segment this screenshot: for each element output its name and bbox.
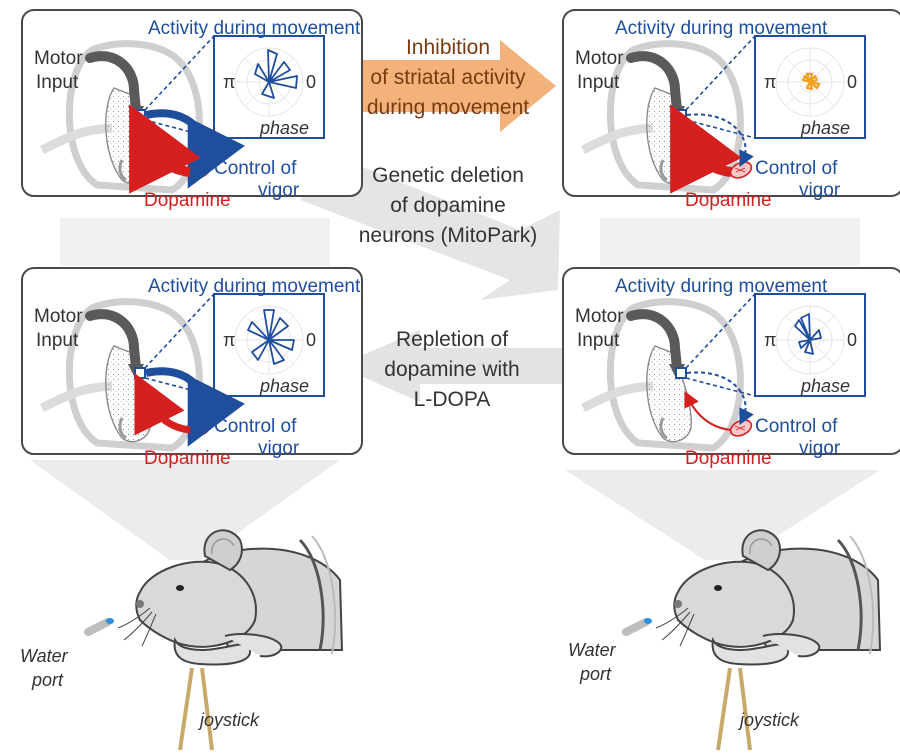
- polar-zero-label: 0: [306, 72, 316, 92]
- repletion-arrow: [338, 330, 568, 402]
- control-arrow: [686, 371, 754, 426]
- polar-phase-label: phase: [259, 118, 309, 138]
- repletion-caption: Repletion of dopamine with L-DOPA: [384, 328, 519, 411]
- panel-top-right: Activity during movement Motor Input π 0…: [563, 10, 900, 211]
- panel-title: Activity during movement: [148, 18, 361, 39]
- motor-label-line1: Motor: [575, 48, 624, 69]
- inhibition-arrow: [340, 40, 556, 132]
- motor-label-line2: Input: [36, 330, 79, 351]
- panel-title: Activity during movement: [148, 276, 361, 297]
- inhibition-caption: Inhibition of striatal activity during m…: [367, 36, 529, 119]
- water-port-line2: port: [31, 670, 64, 690]
- polar-zero-label: 0: [847, 72, 857, 92]
- polar-pi-label: π: [764, 72, 776, 92]
- repletion-line3: L-DOPA: [414, 388, 491, 411]
- control-label-line2: vigor: [799, 438, 841, 459]
- control-label-line1: Control of: [214, 158, 297, 179]
- repletion-line1: Repletion of: [396, 328, 508, 351]
- joystick-label: joystick: [737, 710, 800, 730]
- cone-left: [30, 460, 340, 560]
- inhibition-line1: Inhibition: [406, 36, 490, 59]
- polar-trace: [247, 309, 295, 365]
- motor-label-line1: Motor: [575, 306, 624, 327]
- deletion-line3: neurons (MitoPark): [359, 224, 538, 247]
- control-label-line1: Control of: [755, 416, 838, 437]
- control-label-line1: Control of: [214, 416, 297, 437]
- dopamine-label: Dopamine: [144, 190, 231, 211]
- panel-top-left: Activity during movement Motor Input π 0…: [22, 10, 362, 211]
- control-arrow: [145, 367, 245, 447]
- mouse-right: Water port joystick: [568, 530, 880, 750]
- polar-pi-label: π: [223, 72, 235, 92]
- dopamine-arrow: [670, 104, 742, 194]
- polar-trace: [801, 72, 821, 91]
- polar-phase-label: phase: [800, 118, 850, 138]
- control-label-line2: vigor: [799, 180, 841, 201]
- inhibition-line3: during movement: [367, 96, 529, 119]
- polar-phase-label: phase: [800, 376, 850, 396]
- deletion-caption: Genetic deletion of dopamine neurons (Mi…: [359, 164, 538, 247]
- motor-label-line2: Input: [577, 330, 620, 351]
- mouse-left: Water port joystick: [20, 530, 342, 750]
- polar-pi-label: π: [223, 330, 235, 350]
- control-label-line2: vigor: [258, 180, 300, 201]
- polar-zero-label: 0: [306, 330, 316, 350]
- deletion-line2: of dopamine: [390, 194, 506, 217]
- deletion-arrow: [300, 150, 560, 300]
- panel-bottom-left: Activity during movement Motor Input π 0…: [22, 268, 362, 469]
- cone-right: [565, 470, 880, 560]
- motor-label-line2: Input: [577, 72, 620, 93]
- dopamine-label: Dopamine: [685, 448, 772, 469]
- background-shapes: [30, 40, 880, 560]
- dopamine-arrow: [129, 104, 201, 194]
- control-label-line1: Control of: [755, 158, 838, 179]
- water-port-line2: port: [579, 664, 612, 684]
- deletion-line1: Genetic deletion: [372, 164, 524, 187]
- water-port-line1: Water: [20, 646, 69, 666]
- dopamine-label: Dopamine: [144, 448, 231, 469]
- motor-label-line1: Motor: [34, 306, 83, 327]
- polar-phase-label: phase: [259, 376, 309, 396]
- polar-trace: [254, 49, 298, 99]
- repletion-line2: dopamine with: [384, 358, 519, 381]
- panel-title: Activity during movement: [615, 276, 828, 297]
- polar-trace: [794, 313, 822, 355]
- motor-label-line1: Motor: [34, 48, 83, 69]
- dopamine-arrow: [684, 390, 732, 431]
- stem-left: [60, 218, 330, 266]
- polar-zero-label: 0: [847, 330, 857, 350]
- control-label-line2: vigor: [258, 438, 300, 459]
- polar-pi-label: π: [764, 330, 776, 350]
- panel-bottom-right: Activity during movement Motor Input π 0…: [563, 268, 900, 469]
- inhibition-line2: of striatal activity: [370, 66, 526, 89]
- motor-label-line2: Input: [36, 72, 79, 93]
- dopamine-label: Dopamine: [685, 190, 772, 211]
- stem-right: [600, 218, 860, 266]
- dopamine-arrow: [134, 372, 191, 436]
- water-port-line1: Water: [568, 640, 617, 660]
- panel-title: Activity during movement: [615, 18, 828, 39]
- joystick-label: joystick: [197, 710, 260, 730]
